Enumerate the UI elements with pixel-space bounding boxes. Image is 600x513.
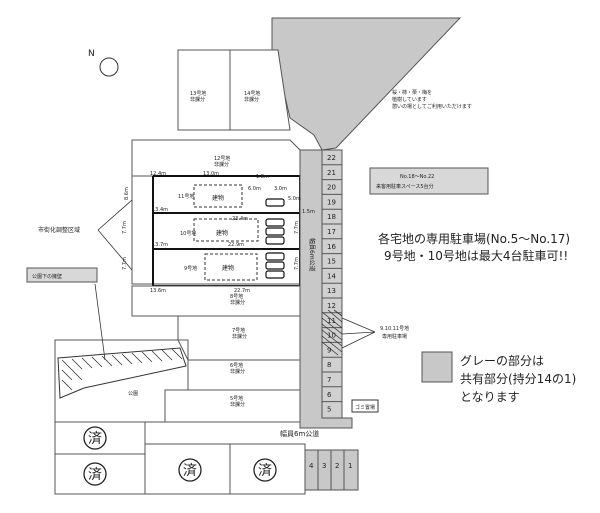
sold-mark: 済: [178, 458, 202, 482]
sold-mark: 済: [83, 426, 107, 450]
svg-text:12.4m: 12.4m: [150, 171, 166, 177]
parking-space-number: 8: [327, 361, 331, 369]
north-label: N: [88, 49, 95, 59]
svg-text:22.7m: 22.7m: [234, 288, 250, 294]
svg-text:ゴミ置場: ゴミ置場: [355, 404, 375, 411]
svg-text:7.7m: 7.7m: [122, 221, 128, 234]
svg-text:非課分: 非課分: [214, 161, 229, 168]
car-icons: [265, 198, 285, 279]
parking-space-number: 11: [327, 317, 336, 325]
svg-text:建物: 建物: [212, 194, 224, 202]
svg-text:13.7m: 13.7m: [152, 242, 168, 248]
svg-text:非課分: 非課分: [230, 368, 245, 375]
svg-text:公園下の擁壁: 公園下の擁壁: [32, 273, 62, 280]
svg-text:8.6m: 8.6m: [124, 187, 130, 200]
parking-space-number: 5: [327, 406, 331, 414]
svg-text:非課分: 非課分: [244, 96, 259, 103]
north-arrow-icon: N: [88, 49, 119, 77]
svg-text:14号地: 14号地: [244, 90, 260, 97]
svg-text:23.4m: 23.4m: [232, 216, 248, 222]
shared-note-line2: 共有部分(持分14の1): [460, 372, 577, 386]
svg-text:13号地: 13号地: [190, 90, 206, 97]
svg-text:6.0m: 6.0m: [248, 186, 261, 192]
svg-text:9.10.11号地: 9.10.11号地: [380, 325, 409, 332]
parking-space-number: 7: [327, 376, 331, 384]
svg-text:12号地: 12号地: [214, 155, 230, 162]
svg-text:7.7m: 7.7m: [294, 257, 300, 270]
shared-note-line3: となります: [460, 390, 520, 404]
parking-space-number: 22: [327, 154, 336, 162]
parking-space-number: 20: [327, 184, 336, 192]
svg-text:済: 済: [183, 463, 197, 479]
svg-text:幅員6m公道: 幅員6m公道: [308, 238, 316, 272]
parking-space-number: 13: [327, 287, 336, 295]
svg-text:8号地: 8号地: [230, 293, 243, 300]
parking-space-number: 16: [327, 243, 336, 251]
svg-text:建物: 建物: [216, 229, 228, 237]
shared-note-line1: グレーの部分は: [460, 354, 545, 368]
svg-text:非課分: 非課分: [230, 299, 245, 306]
bottom-space-number: 1: [348, 462, 352, 470]
svg-text:22.9m: 22.9m: [228, 242, 244, 248]
parking-space-number: 6: [327, 391, 332, 399]
svg-text:済: 済: [88, 467, 102, 483]
bottom-space-number: 2: [335, 462, 339, 470]
svg-text:11号地: 11号地: [178, 193, 194, 200]
svg-text:10号地: 10号地: [180, 230, 196, 237]
parking-space-number: 18: [327, 213, 336, 221]
svg-text:済: 済: [258, 463, 272, 479]
svg-text:公園: 公園: [128, 391, 138, 397]
svg-text:5.0m: 5.0m: [288, 196, 301, 202]
parking-space-number: 17: [327, 228, 336, 236]
private-parking-hatch: [321, 309, 343, 356]
svg-text:9号地: 9号地: [184, 265, 197, 272]
parking-space-number: 19: [327, 198, 336, 206]
parking-space-number: 14: [327, 272, 336, 280]
svg-text:非課分: 非課分: [230, 401, 245, 408]
svg-text:7号地: 7号地: [232, 327, 245, 334]
sold-mark: 済: [253, 458, 277, 482]
svg-text:13.0m: 13.0m: [203, 171, 219, 177]
svg-text:13.6m: 13.6m: [150, 288, 166, 294]
parking-space-number: 15: [327, 258, 336, 266]
parking-space-number: 12: [327, 302, 336, 310]
svg-text:13.4m: 13.4m: [152, 207, 168, 213]
parking-space-number: 10: [327, 332, 336, 340]
sold-mark: 済: [83, 462, 107, 486]
svg-text:桜・柿・栗・梅を: 桜・柿・栗・梅を: [392, 89, 432, 96]
bottom-space-number: 4: [309, 462, 314, 470]
parking-space-number: 9: [327, 346, 331, 354]
legend-gray-swatch: [421, 351, 453, 383]
svg-text:3.0m: 3.0m: [274, 186, 287, 192]
svg-text:建物: 建物: [222, 264, 234, 272]
svg-text:植樹しています: 植樹しています: [392, 96, 427, 103]
svg-text:7.7m: 7.7m: [122, 257, 128, 270]
svg-text:No.18〜No.22: No.18〜No.22: [400, 174, 434, 180]
svg-text:済: 済: [88, 431, 102, 447]
svg-text:1.5m: 1.5m: [302, 209, 315, 215]
svg-text:幅員6m公道: 幅員6m公道: [280, 429, 319, 438]
svg-text:来客用駐車スペース5台分: 来客用駐車スペース5台分: [376, 183, 434, 190]
parking-space-number: 21: [327, 169, 336, 177]
parking-note-line1: 各宅地の専用駐車場(No.5〜No.17): [378, 232, 571, 246]
shared-green-area: [271, 17, 462, 151]
parking-note-line2: 9号地・10号地は最大4台駐車可!!: [384, 249, 569, 263]
svg-text:憩いの場としてご利用いただけます: 憩いの場としてご利用いただけます: [392, 103, 472, 110]
svg-text:1.8m: 1.8m: [256, 174, 269, 180]
retaining-wall: [57, 347, 187, 399]
svg-text:非課分: 非課分: [232, 333, 247, 340]
bottom-space-number: 3: [322, 462, 326, 470]
svg-text:非課分: 非課分: [190, 96, 205, 103]
svg-text:7.7m: 7.7m: [294, 221, 300, 234]
svg-text:専用駐車場: 専用駐車場: [382, 333, 407, 340]
svg-text:市街化調整区域: 市街化調整区域: [38, 226, 80, 234]
svg-text:5号地: 5号地: [230, 395, 243, 402]
svg-text:6号地: 6号地: [230, 362, 243, 369]
